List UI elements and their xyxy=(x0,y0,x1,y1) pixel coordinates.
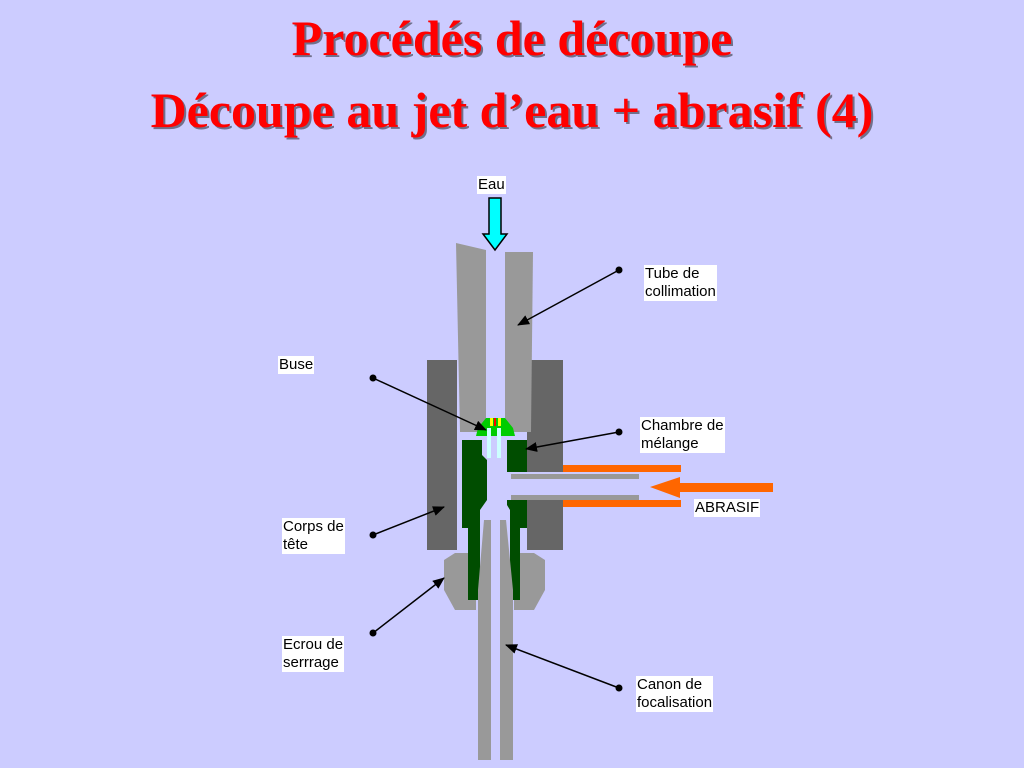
clamping-nut xyxy=(444,553,545,610)
leader-lines xyxy=(372,269,620,689)
label-abrasive: ABRASIF xyxy=(694,499,761,517)
leader-nozzle xyxy=(372,377,487,431)
slide-title: Procédés de découpe xyxy=(291,10,733,66)
leader-clamping-nut xyxy=(372,577,445,634)
abrasive-inlet-tube xyxy=(511,465,681,507)
slide-subtitle: Découpe au jet d’eau + abrasif (4) xyxy=(150,82,874,138)
label-clamping-nut: Ecrou de serrrage xyxy=(282,636,345,672)
mixing-chamber xyxy=(462,440,527,600)
abrasive-arrow xyxy=(650,477,773,498)
leader-collimation-tube xyxy=(517,269,620,326)
leader-mixing-chamber xyxy=(525,431,620,452)
leader-dots xyxy=(369,266,623,692)
label-mixing-chamber: Chambre de mélange xyxy=(640,417,725,453)
label-collimation-tube: Tube de collimation xyxy=(644,265,717,301)
leader-focusing-tube xyxy=(505,644,620,689)
label-head-body: Corps de tête xyxy=(282,518,345,554)
label-focusing-tube: Canon de focalisation xyxy=(636,676,714,712)
leader-head-body xyxy=(372,506,445,536)
focusing-tube xyxy=(478,520,513,760)
label-nozzle: Buse xyxy=(278,356,315,374)
label-water: Eau xyxy=(477,176,506,194)
water-arrow xyxy=(481,197,509,252)
head-body xyxy=(427,360,563,550)
collimation-tube xyxy=(456,243,533,432)
